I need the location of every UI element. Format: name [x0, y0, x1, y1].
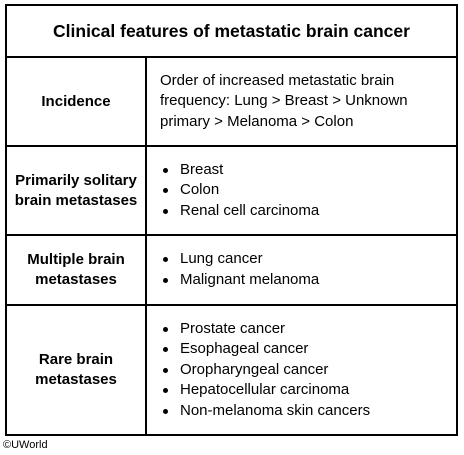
list-item: Malignant melanoma [160, 270, 450, 291]
list-item: Colon [160, 180, 450, 201]
incidence-text: Order of increased metastatic brain freq… [160, 71, 408, 130]
table-row-multiple: Multiple brain metastases Lung cancer Ma… [7, 236, 456, 306]
list-item: Renal cell carcinoma [160, 201, 450, 222]
list-item: Non-melanoma skin cancers [160, 401, 450, 422]
table-title: Clinical features of metastatic brain ca… [7, 6, 456, 58]
list-item: Breast [160, 160, 450, 181]
multiple-list: Lung cancer Malignant melanoma [160, 249, 450, 290]
row-label-multiple: Multiple brain metastases [7, 236, 147, 304]
table-row-solitary: Primarily solitary brain metastases Brea… [7, 147, 456, 236]
solitary-list: Breast Colon Renal cell carcinoma [160, 160, 450, 222]
copyright-notice: ©UWorld [3, 439, 48, 451]
list-item: Esophageal cancer [160, 339, 450, 360]
row-content-incidence: Order of increased metastatic brain freq… [147, 58, 456, 145]
list-item: Hepatocellular carcinoma [160, 380, 450, 401]
features-table: Clinical features of metastatic brain ca… [5, 4, 458, 436]
rare-list: Prostate cancer Esophageal cancer Oropha… [160, 319, 450, 422]
row-content-solitary: Breast Colon Renal cell carcinoma [147, 147, 456, 234]
table-row-incidence: Incidence Order of increased metastatic … [7, 58, 456, 147]
list-item: Lung cancer [160, 249, 450, 270]
row-label-incidence: Incidence [7, 58, 147, 145]
row-content-rare: Prostate cancer Esophageal cancer Oropha… [147, 306, 456, 434]
list-item: Oropharyngeal cancer [160, 360, 450, 381]
list-item: Prostate cancer [160, 319, 450, 340]
row-label-solitary: Primarily solitary brain metastases [7, 147, 147, 234]
table-row-rare: Rare brain metastases Prostate cancer Es… [7, 306, 456, 434]
row-label-rare: Rare brain metastases [7, 306, 147, 434]
row-content-multiple: Lung cancer Malignant melanoma [147, 236, 456, 304]
